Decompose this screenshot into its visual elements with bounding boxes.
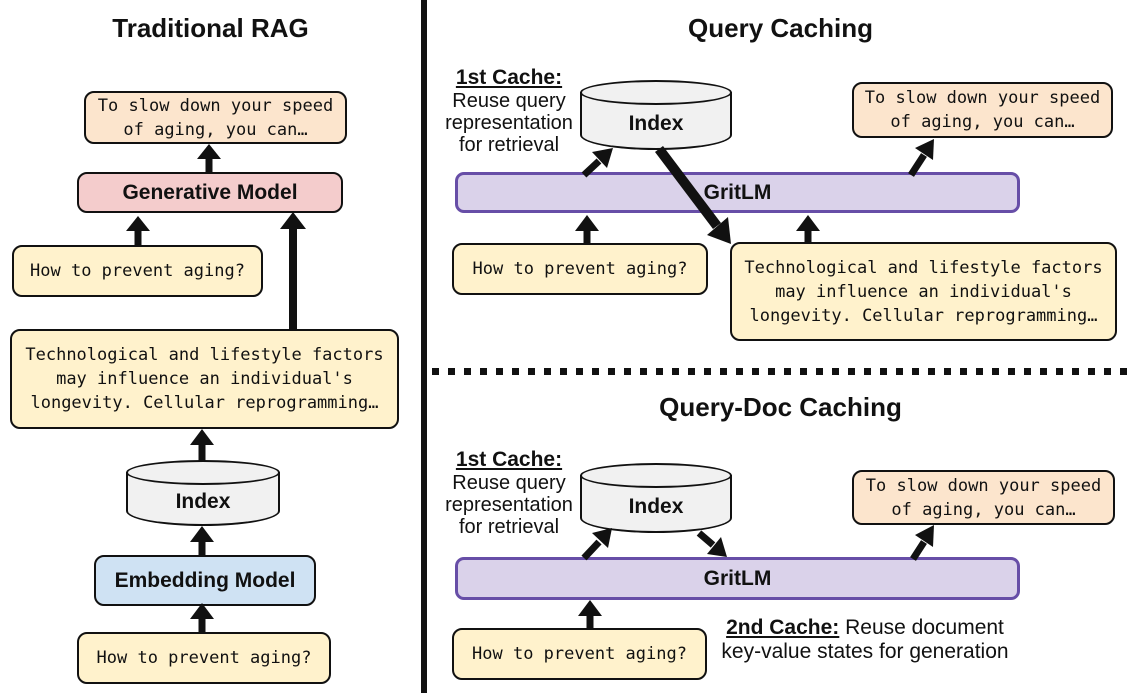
second-cache-label: 2nd Cache: [726,616,840,639]
arrow-gritlm-to-answer-bottom [910,525,934,561]
traditional-rag-title: Traditional RAG [112,13,309,43]
query-box-query-caching: How to prevent aging? [452,243,708,295]
gritlm-bar-query-caching: GritLM [455,172,1020,213]
first-cache-text: Reuse query representation for retrieval [445,472,573,538]
arrow-index-to-document [190,429,214,461]
arrow-document-to-gritlm-top [796,215,820,244]
arrow-query-to-genmodel [126,216,150,247]
generative-model-box: Generative Model [77,172,343,213]
index-cylinder-traditional: Index [126,460,280,526]
index-cylinder-query-doc: Index [580,463,732,533]
arrow-query-to-embedding [190,603,214,633]
arrow-genmodel-to-answer [197,144,221,173]
first-cache-note-bottom: 1st Cache: Reuse query representation fo… [434,448,584,538]
document-box-query-caching: Technological and lifestyle factors may … [730,242,1117,341]
answer-box-traditional: To slow down your speed of aging, you ca… [84,91,347,144]
answer-box-query-doc: To slow down your speed of aging, you ca… [852,470,1115,525]
query-caching-title: Query Caching [688,13,873,43]
query-box-traditional-bottom: How to prevent aging? [77,632,331,684]
index-label: Index [628,112,684,135]
first-cache-label: 1st Cache: [455,448,563,471]
first-cache-text: Reuse query representation for retrieval [445,90,573,156]
query-doc-caching-title: Query-Doc Caching [659,392,902,422]
arrow-gritlm-to-index-top [581,148,613,178]
arrow-query-to-gritlm-bottom [578,600,602,629]
first-cache-label: 1st Cache: [455,66,563,89]
query-box-traditional: How to prevent aging? [12,245,263,297]
arrow-document-to-genmodel [280,212,306,331]
first-cache-note-top: 1st Cache: Reuse query representation fo… [434,66,584,156]
cylinder-top [580,80,732,105]
answer-box-query-caching: To slow down your speed of aging, you ca… [852,82,1113,138]
cylinder-top [126,460,280,485]
embedding-model-box: Embedding Model [94,555,316,606]
arrow-query-to-gritlm-top [575,215,599,244]
gritlm-bar-query-doc: GritLM [455,557,1020,600]
vertical-divider [421,0,427,693]
index-label: Index [175,490,231,513]
index-cylinder-query-caching: Index [580,80,732,150]
index-label: Index [628,495,684,518]
arrow-embedding-to-index [190,526,214,556]
query-box-query-doc: How to prevent aging? [452,628,707,680]
arrow-index-to-gritlm-bottom [696,530,727,557]
dotted-divider [432,368,1129,375]
second-cache-text: Reuse document key-value states for gene… [721,616,1009,663]
second-cache-note: 2nd Cache: Reuse document key-value stat… [700,616,1030,663]
document-box-traditional: Technological and lifestyle factors may … [10,329,399,429]
arrow-gritlm-to-answer-top [908,139,934,177]
cylinder-top [580,463,732,488]
